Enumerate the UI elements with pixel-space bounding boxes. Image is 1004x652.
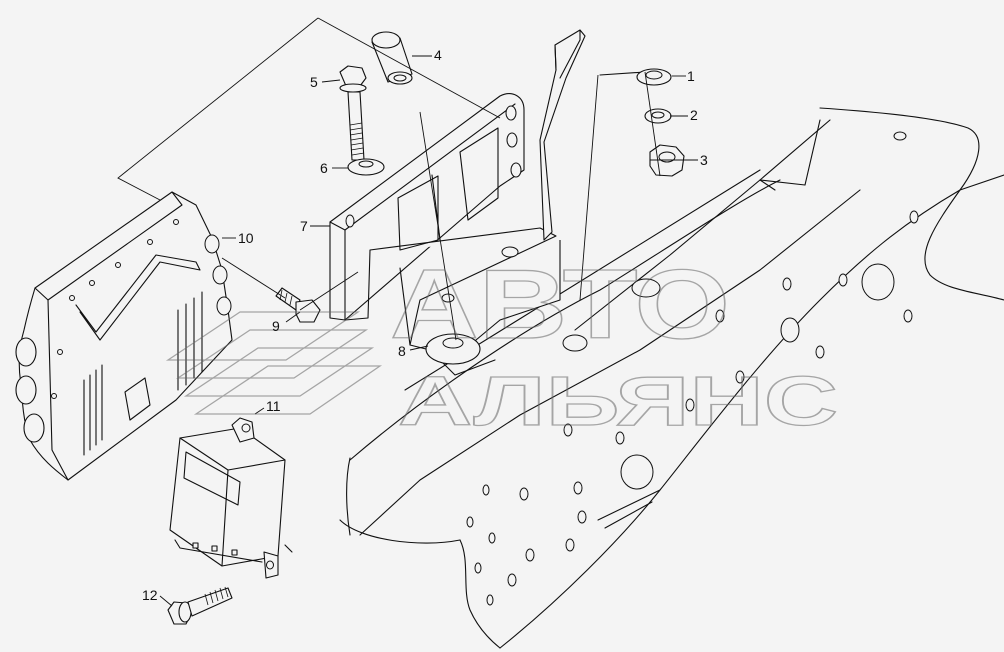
callout-10: 10 <box>238 230 254 246</box>
leader-lines <box>117 17 698 607</box>
callout-3: 3 <box>700 152 708 168</box>
bracket <box>329 29 586 376</box>
spring-washer-2 <box>644 108 672 124</box>
bolt-12 <box>167 586 233 625</box>
nut-3 <box>649 144 685 177</box>
callout-9: 9 <box>272 318 280 334</box>
callout-12: 12 <box>142 587 158 603</box>
control-module-housing <box>15 191 233 481</box>
watermark-line2: АЛЬЯНС <box>398 362 838 440</box>
rail-hole <box>893 131 907 141</box>
callout-5: 5 <box>310 74 318 90</box>
callout-6: 6 <box>320 160 328 176</box>
electronic-module <box>169 417 293 579</box>
washer-6 <box>347 158 385 176</box>
callout-1: 1 <box>687 68 695 84</box>
callout-labels: 1 2 3 4 5 6 7 8 9 10 11 12 <box>142 47 708 603</box>
bolt-9 <box>275 287 321 323</box>
callout-7: 7 <box>300 218 308 234</box>
callout-4: 4 <box>434 47 442 63</box>
callout-11: 11 <box>266 398 281 414</box>
frame-rail <box>339 71 1004 649</box>
callout-2: 2 <box>690 107 698 123</box>
watermark: АВТО АЛЬЯНС <box>165 248 839 441</box>
washer-1 <box>636 68 672 86</box>
bolt-5 <box>339 65 367 161</box>
watermark-line1: АВТО <box>390 249 730 359</box>
callout-8: 8 <box>398 343 406 359</box>
washer-8 <box>425 333 481 365</box>
sleeve-4 <box>371 31 413 85</box>
